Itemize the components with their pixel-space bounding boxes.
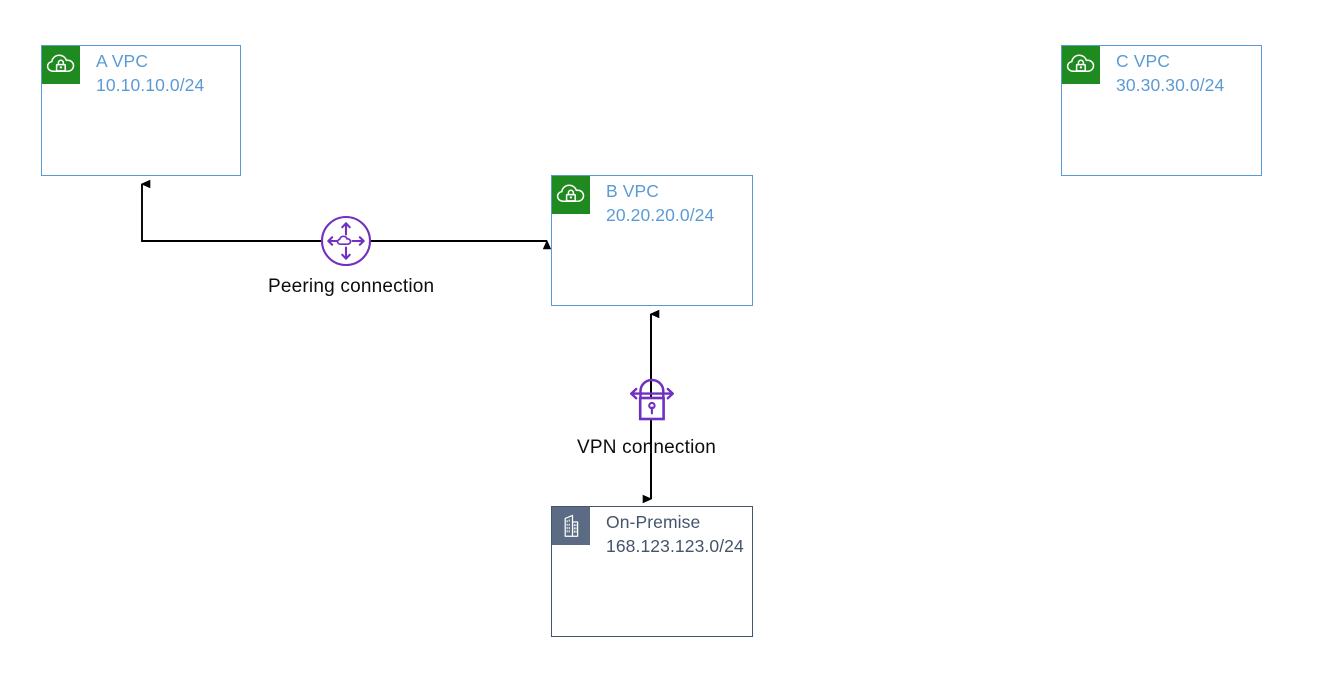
- node-c-vpc-text: C VPC 30.30.30.0/24: [1116, 50, 1224, 98]
- node-a-vpc[interactable]: A VPC 10.10.10.0/24: [41, 45, 241, 176]
- peering-connection-label: Peering connection: [268, 276, 435, 297]
- node-c-vpc-cidr: 30.30.30.0/24: [1116, 74, 1225, 95]
- node-a-vpc-cidr: 10.10.10.0/24: [96, 74, 205, 95]
- node-on-premise-title: On-Premise: [606, 512, 701, 532]
- node-on-premise[interactable]: On-Premise 168.123.123.0/24: [551, 506, 753, 637]
- node-a-vpc-title: A VPC: [96, 51, 149, 71]
- vpn-connection-icon[interactable]: [625, 374, 679, 426]
- node-a-vpc-text: A VPC 10.10.10.0/24: [96, 50, 204, 98]
- node-on-premise-text: On-Premise 168.123.123.0/24: [606, 511, 744, 559]
- vpc-cloud-lock-icon: [1062, 46, 1100, 84]
- node-b-vpc[interactable]: B VPC 20.20.20.0/24: [551, 175, 753, 306]
- node-b-vpc-text: B VPC 20.20.20.0/24: [606, 180, 714, 228]
- vpc-cloud-lock-icon: [552, 176, 590, 214]
- node-c-vpc-title: C VPC: [1116, 51, 1170, 71]
- node-b-vpc-cidr: 20.20.20.0/24: [606, 204, 715, 225]
- vpn-connection-label: VPN connection: [577, 437, 717, 458]
- peering-connection-icon[interactable]: [320, 215, 372, 267]
- node-c-vpc[interactable]: C VPC 30.30.30.0/24: [1061, 45, 1262, 176]
- node-on-premise-cidr: 168.123.123.0/24: [606, 535, 744, 556]
- corporate-datacenter-icon: [552, 507, 590, 545]
- node-b-vpc-title: B VPC: [606, 181, 660, 201]
- vpc-cloud-lock-icon: [42, 46, 80, 84]
